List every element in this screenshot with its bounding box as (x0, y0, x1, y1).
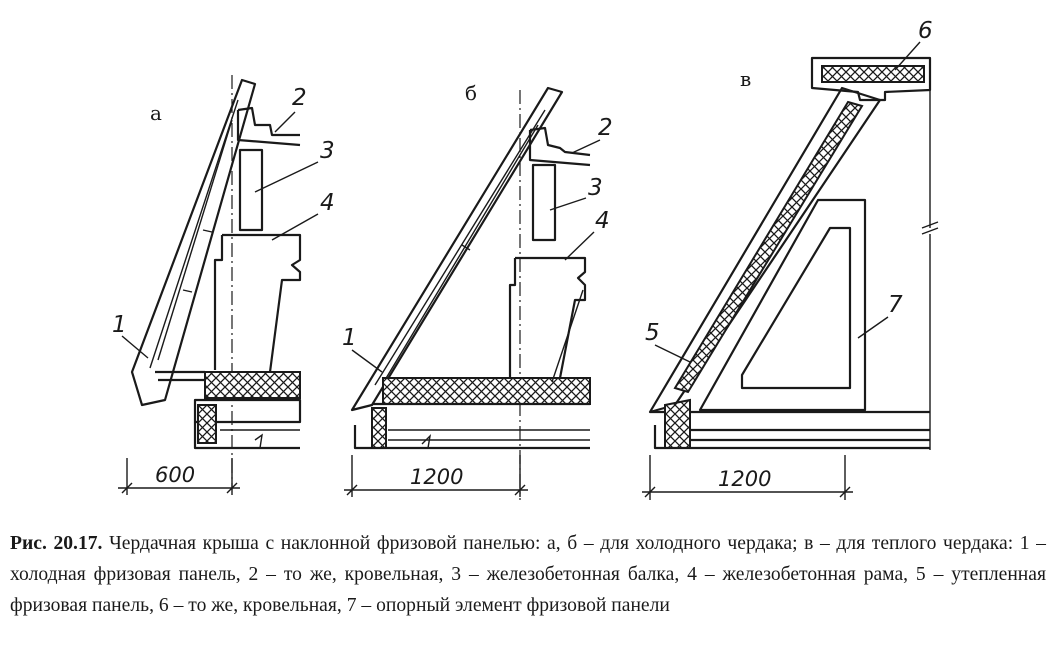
construction-drawing: а (112, 18, 939, 500)
panel-a: а (112, 75, 335, 495)
panel-v-floor-slab (650, 398, 930, 450)
panel-b-callout-2: 2 (598, 115, 613, 141)
panel-v-callout-7: 7 (888, 292, 903, 318)
panel-b-dimension: 1200 (344, 455, 528, 497)
panel-b-frame (508, 256, 587, 379)
panel-b-callout-3: 3 (588, 175, 603, 201)
panel-a-floor-slab (155, 370, 302, 450)
panel-v-roof-panel (810, 56, 932, 102)
panel-a-callout-1: 1 (112, 312, 127, 338)
panel-v-dimension: 1200 (642, 455, 853, 500)
panel-b-callout-1: 1 (342, 325, 357, 351)
caption-text: Чердачная крыша с наклонной фризовой пан… (10, 533, 1046, 616)
panel-b-label: б (465, 81, 477, 105)
panel-a-frame (213, 233, 302, 373)
panel-a-frieze-panel (130, 78, 257, 407)
panel-v-frieze-panel (648, 86, 882, 414)
panel-v-support-element (698, 198, 867, 412)
panel-b-dimension-value: 1200 (410, 465, 463, 489)
panel-b: б 1 (342, 81, 613, 500)
panel-a-roof-panel (236, 106, 301, 147)
panel-v-dimension-value: 1200 (718, 467, 771, 491)
panel-b-callout-4: 4 (595, 208, 610, 234)
panel-a-label: а (150, 101, 162, 125)
panel-a-callout-3: 3 (320, 138, 335, 164)
panel-v: в 6 5 7 (642, 18, 939, 500)
panel-a-beam (238, 148, 264, 232)
panel-a-dimension-value: 600 (155, 463, 195, 487)
panel-v-label: в (740, 67, 751, 91)
caption-number: Рис. 20.17. (10, 533, 103, 554)
panel-b-roof-panel (528, 126, 591, 167)
panel-b-floor-slab (353, 377, 591, 450)
figure-caption: Рис. 20.17. Чердачная крыша с наклонной … (10, 528, 1046, 621)
panel-a-dimension: 600 (118, 458, 240, 495)
panel-v-callout-6: 6 (918, 18, 933, 44)
panel-a-callout-4: 4 (320, 190, 335, 216)
panel-v-callout-5: 5 (645, 320, 660, 346)
panel-a-callout-2: 2 (292, 85, 307, 111)
panel-b-beam (531, 163, 557, 242)
